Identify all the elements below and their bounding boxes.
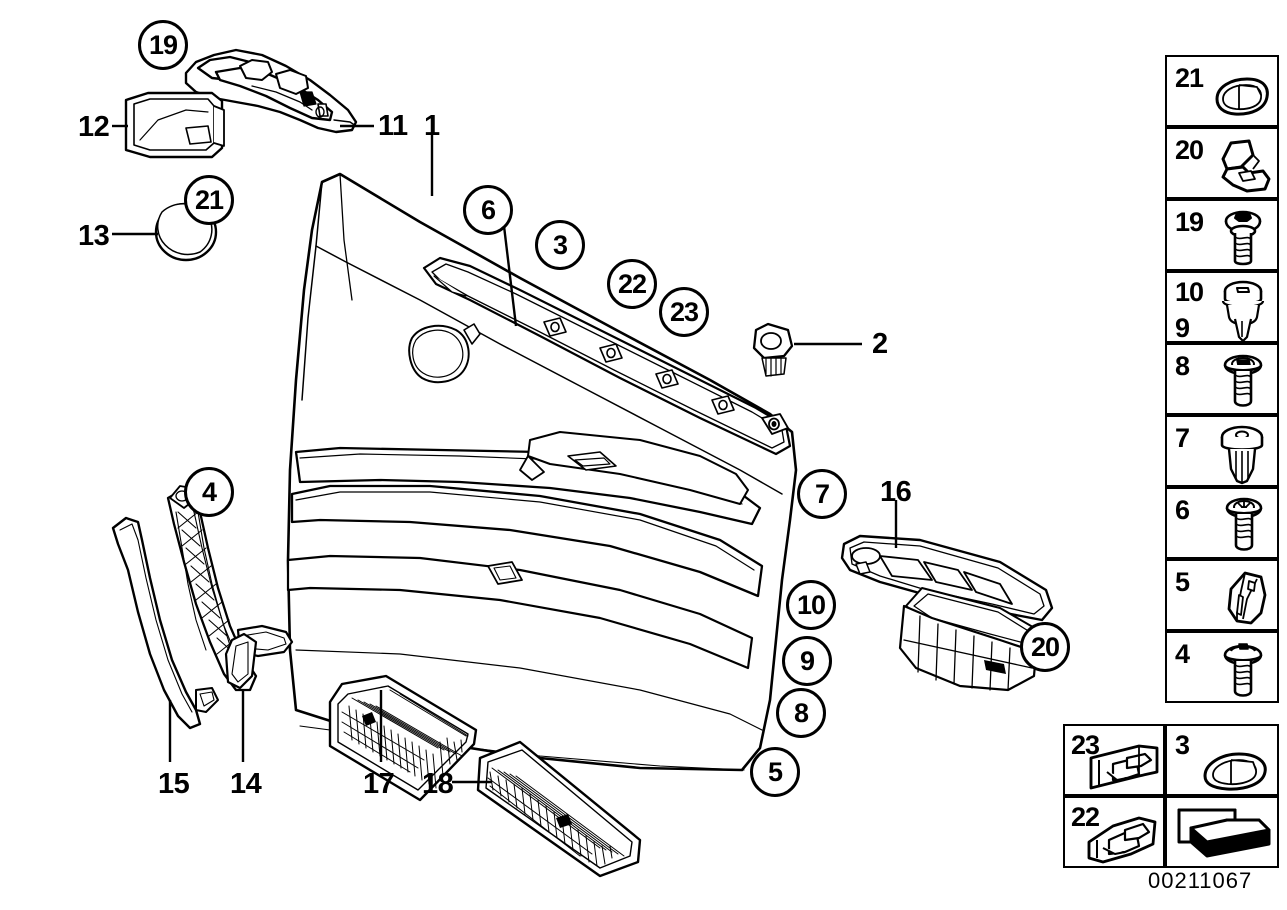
legend-cell-19: 19 bbox=[1165, 199, 1279, 271]
callout-17: 17 bbox=[363, 768, 395, 800]
legend-cell-arrow bbox=[1165, 796, 1279, 868]
flange-screw-icon bbox=[1223, 643, 1263, 697]
callout-6: 6 bbox=[463, 185, 513, 235]
callout-19: 19 bbox=[138, 20, 188, 70]
armrest-assembly bbox=[294, 431, 762, 526]
direction-arrow-icon bbox=[1177, 808, 1271, 858]
legend-cell-20: 20 bbox=[1165, 127, 1279, 199]
wedge-clip-icon bbox=[1227, 571, 1267, 625]
garnish-clip-tabs bbox=[543, 317, 735, 415]
callout-7: 7 bbox=[797, 469, 847, 519]
panel-switch-blank bbox=[761, 413, 789, 435]
legend-cell-5: 5 bbox=[1165, 559, 1279, 631]
callout-11: 11 bbox=[378, 110, 408, 142]
expanding-rivet-icon bbox=[1221, 280, 1265, 343]
legend-cell-7: 7 bbox=[1165, 415, 1279, 487]
callout-14: 14 bbox=[230, 768, 262, 800]
callout-5: 5 bbox=[750, 747, 800, 797]
callout-4: 4 bbox=[184, 467, 234, 517]
legend-cell-8: 8 bbox=[1165, 343, 1279, 415]
callout-16: 16 bbox=[880, 476, 912, 508]
callout-1: 1 bbox=[424, 110, 440, 142]
callout-10: 10 bbox=[786, 580, 836, 630]
legend-cell-10-9: 10 9 bbox=[1165, 271, 1279, 343]
legend-cell-3: 3 bbox=[1165, 724, 1279, 796]
part-16-switch-panel bbox=[840, 534, 1054, 692]
legend-cell-4: 4 bbox=[1165, 631, 1279, 703]
callout-21: 21 bbox=[184, 175, 234, 225]
hex-head-screw-icon bbox=[1224, 210, 1262, 266]
legend-cell-21: 21 bbox=[1165, 55, 1279, 127]
legend-cell-6: 6 bbox=[1165, 487, 1279, 559]
tweeter-cutout bbox=[408, 324, 470, 384]
bracket-clip-icon bbox=[1221, 139, 1271, 193]
legend-cell-23: 23 bbox=[1063, 724, 1165, 796]
oval-grommet-clip-icon bbox=[1215, 77, 1269, 116]
callout-8: 8 bbox=[776, 688, 826, 738]
part-15-trim-strip bbox=[111, 516, 219, 730]
part-11-handle-carrier bbox=[184, 48, 358, 134]
small-hook-detail bbox=[463, 323, 481, 345]
callout-9: 9 bbox=[782, 636, 832, 686]
part-2-window-switch bbox=[752, 322, 794, 377]
diagram-id-number: 00211067 bbox=[1148, 868, 1253, 893]
part-17-speaker-grille bbox=[328, 674, 478, 802]
callout-3: 3 bbox=[535, 220, 585, 270]
flange-screw-icon bbox=[1223, 354, 1263, 407]
callout-15: 15 bbox=[158, 768, 190, 800]
part-18-speaker-grille bbox=[476, 740, 642, 878]
part-12-handle-trim bbox=[124, 91, 225, 159]
callout-20: 20 bbox=[1020, 622, 1070, 672]
retaining-clip-icon bbox=[1089, 744, 1159, 790]
callout-12: 12 bbox=[78, 111, 110, 143]
retaining-clip-icon bbox=[1087, 816, 1157, 864]
callout-13: 13 bbox=[78, 220, 110, 252]
callout-23: 23 bbox=[659, 287, 709, 337]
callout-22: 22 bbox=[607, 259, 657, 309]
legend-cell-22: 22 bbox=[1063, 796, 1165, 868]
callout-18: 18 bbox=[422, 768, 454, 800]
torx-screw-icon bbox=[1225, 497, 1263, 551]
leader-6 bbox=[502, 225, 518, 327]
push-rivet-icon bbox=[1220, 425, 1264, 485]
oval-grommet-clip-icon bbox=[1203, 752, 1267, 791]
callout-2: 2 bbox=[872, 328, 888, 360]
